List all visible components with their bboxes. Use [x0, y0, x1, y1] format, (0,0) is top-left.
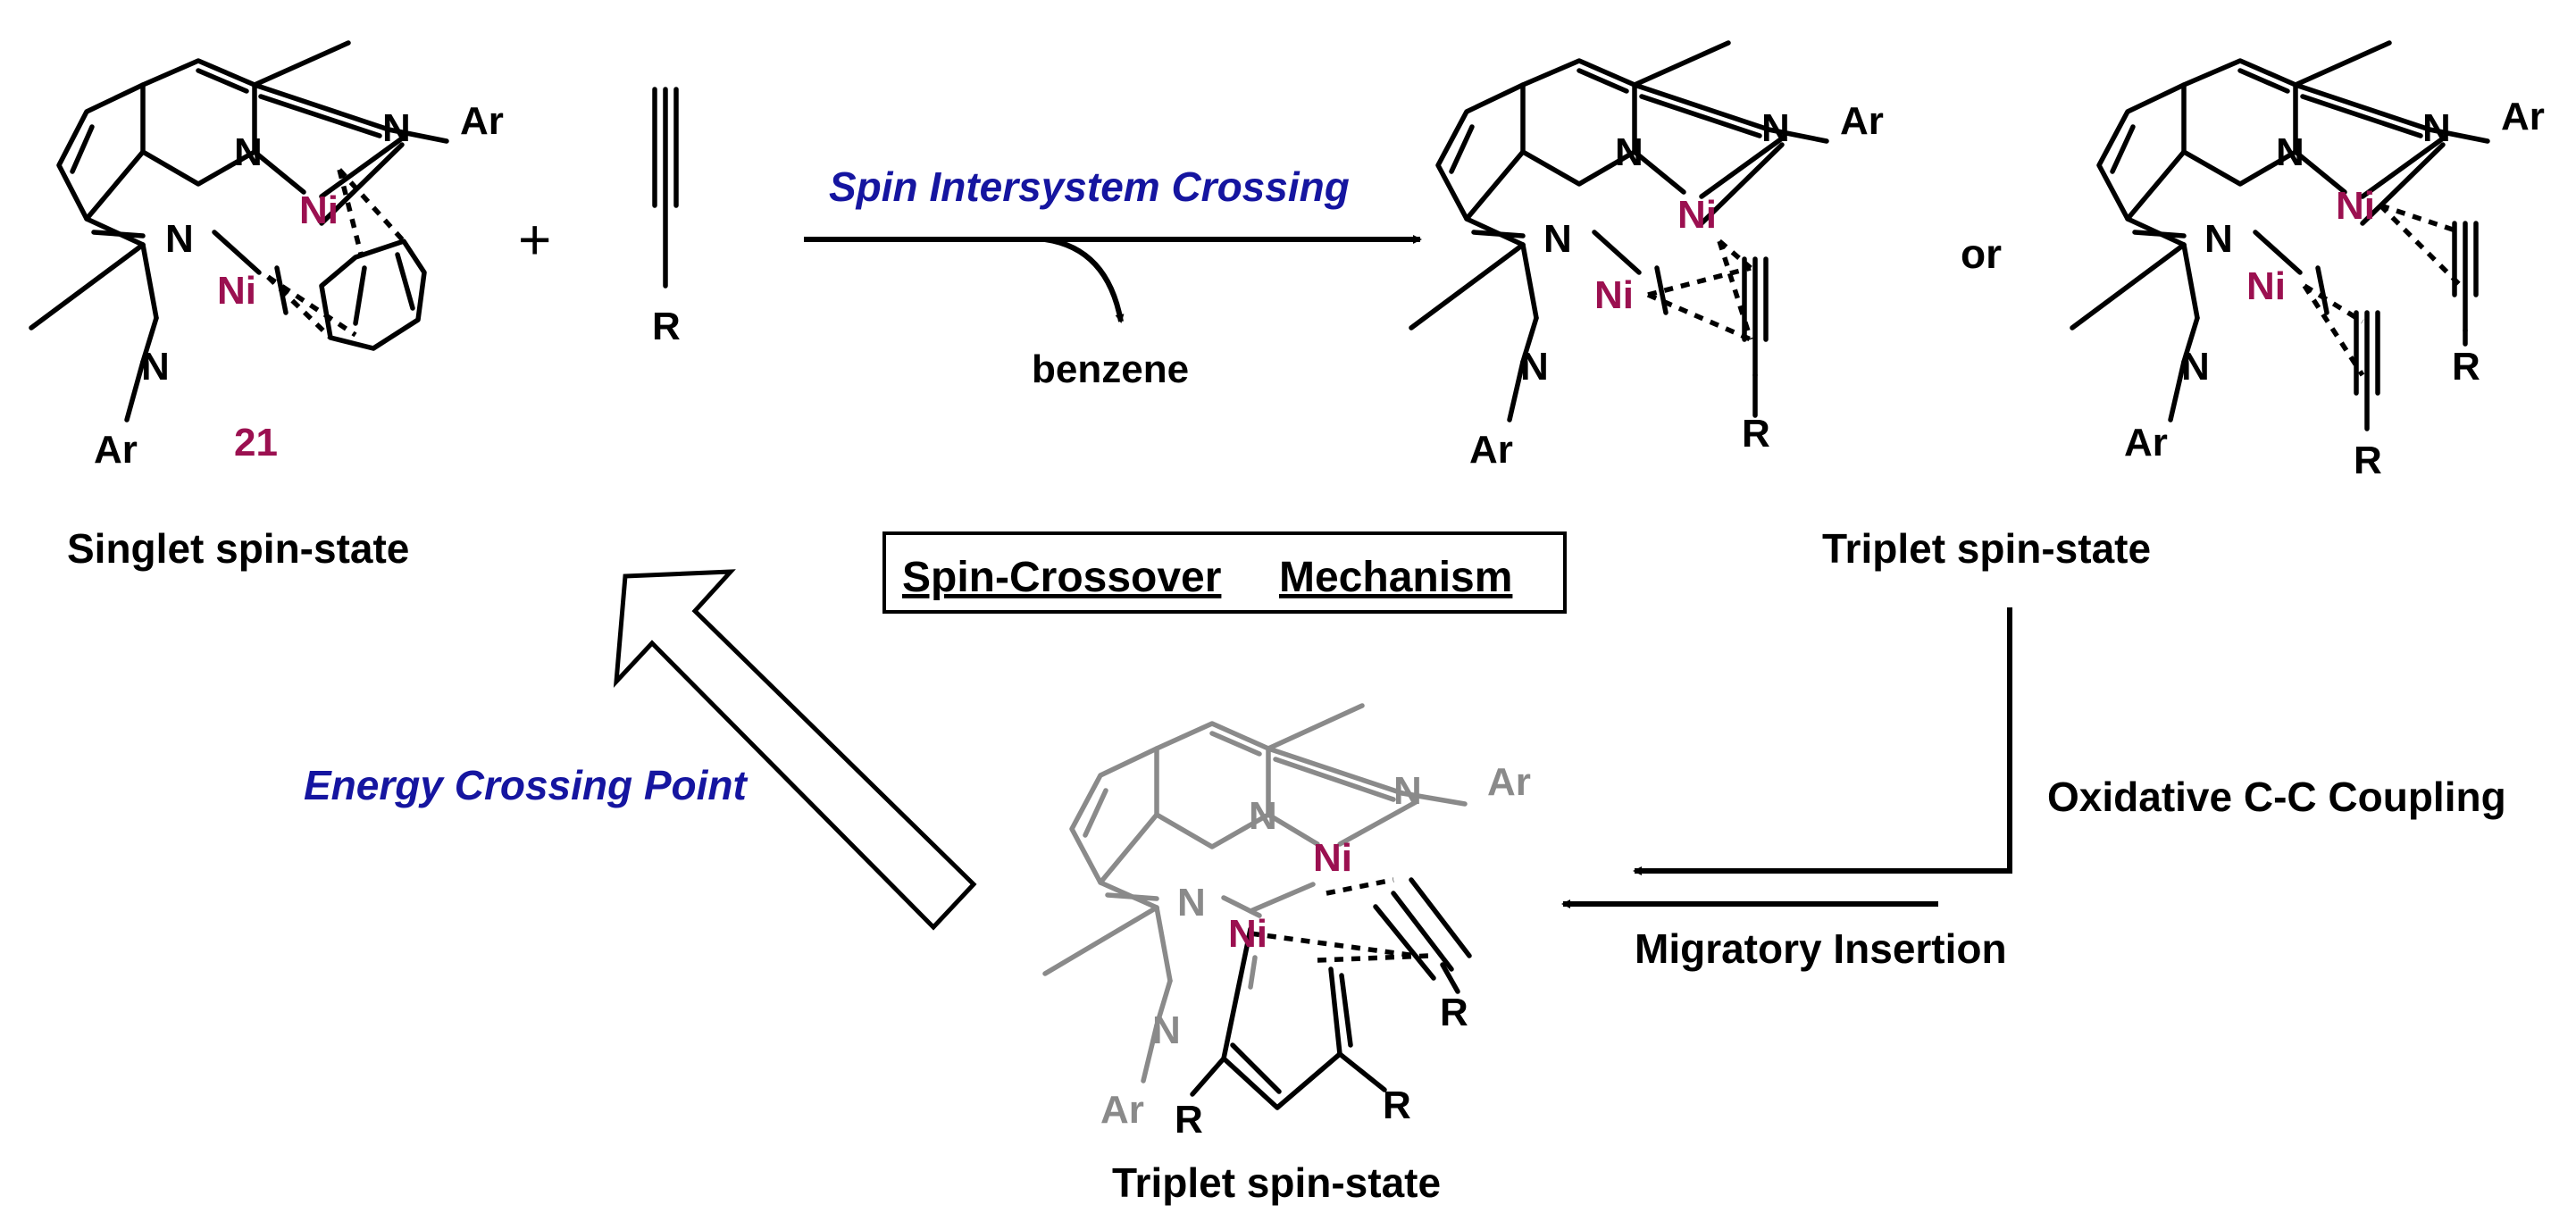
atom-ni: Ni [1594, 273, 1634, 317]
atom-n: N [1520, 345, 1549, 389]
arrow-label-oxidative: Oxidative C-C Coupling [2047, 774, 2506, 820]
atom-n: N [141, 345, 170, 389]
structure-21: N N N N Ar Ar Ni Ni 21 [29, 40, 504, 472]
plus-sign: + [518, 207, 551, 272]
atom-n: N [165, 217, 194, 261]
atom-ar: Ar [1840, 99, 1884, 143]
mechanism-title-box [882, 531, 1567, 614]
label-triplet-bottom: Triplet spin-state [1112, 1159, 1441, 1206]
hollow-arrow [613, 569, 977, 931]
arrow-label-migratory: Migratory Insertion [1635, 925, 2007, 972]
atom-r: R [1440, 991, 1468, 1034]
atom-ni: Ni [1228, 912, 1267, 956]
label-singlet: Singlet spin-state [67, 525, 409, 572]
atom-n: N [382, 106, 411, 150]
atom-n: N [1615, 130, 1643, 174]
atom-ar: Ar [1469, 428, 1513, 472]
atom-n: N [1249, 794, 1277, 838]
atom-ni: Ni [2246, 264, 2286, 308]
compound-number: 21 [234, 421, 278, 464]
structure-triplet-c: N N N N Ar Ar Ni Ni R R R [1042, 703, 1531, 1142]
atom-ar: Ar [1487, 760, 1531, 804]
arrow-label-energy: Energy Crossing Point [304, 762, 749, 808]
atom-r: R [652, 305, 681, 348]
atom-n: N [234, 130, 263, 174]
arrow-label-top: Spin Intersystem Crossing [829, 163, 1350, 210]
atom-n: N [1393, 769, 1422, 813]
atom-n: N [1152, 1008, 1181, 1052]
atom-n: N [1177, 881, 1206, 925]
atom-ni: Ni [2336, 184, 2375, 228]
atom-ar: Ar [2124, 421, 2168, 464]
atom-n: N [2276, 130, 2304, 174]
title-spin-crossover: Spin-Crossover [902, 554, 1221, 601]
structure-triplet-b: N N N N Ar Ar R R Ni Ni [2070, 40, 2545, 482]
alkyne [652, 87, 679, 289]
or-text: or [1961, 230, 2002, 277]
right-arrows [1561, 607, 2012, 908]
atom-ni: Ni [217, 269, 256, 313]
atom-ni: Ni [1313, 836, 1352, 880]
atom-ar: Ar [460, 99, 504, 143]
label-triplet-top: Triplet spin-state [1822, 525, 2151, 572]
atom-r: R [1742, 412, 1770, 456]
structure-triplet-a: N N N N Ar Ar R Ni Ni [1409, 40, 1884, 472]
atom-n: N [1543, 217, 1572, 261]
atom-ar: Ar [1100, 1088, 1144, 1132]
byproduct-label: benzene [1032, 347, 1189, 391]
atom-n: N [2181, 345, 2210, 389]
atom-ar: Ar [94, 428, 138, 472]
atom-n: N [1761, 106, 1790, 150]
atom-r: R [2452, 345, 2480, 389]
atom-ni: Ni [299, 188, 339, 232]
atom-n: N [2422, 106, 2451, 150]
title-mechanism: Mechanism [1279, 554, 1512, 601]
atom-r: R [1383, 1084, 1411, 1127]
atom-n: N [2204, 217, 2233, 261]
top-arrow [804, 235, 1422, 323]
atom-r: R [2354, 439, 2382, 482]
atom-ni: Ni [1677, 193, 1717, 237]
atom-r: R [1175, 1098, 1203, 1142]
atom-ar: Ar [2501, 95, 2545, 138]
